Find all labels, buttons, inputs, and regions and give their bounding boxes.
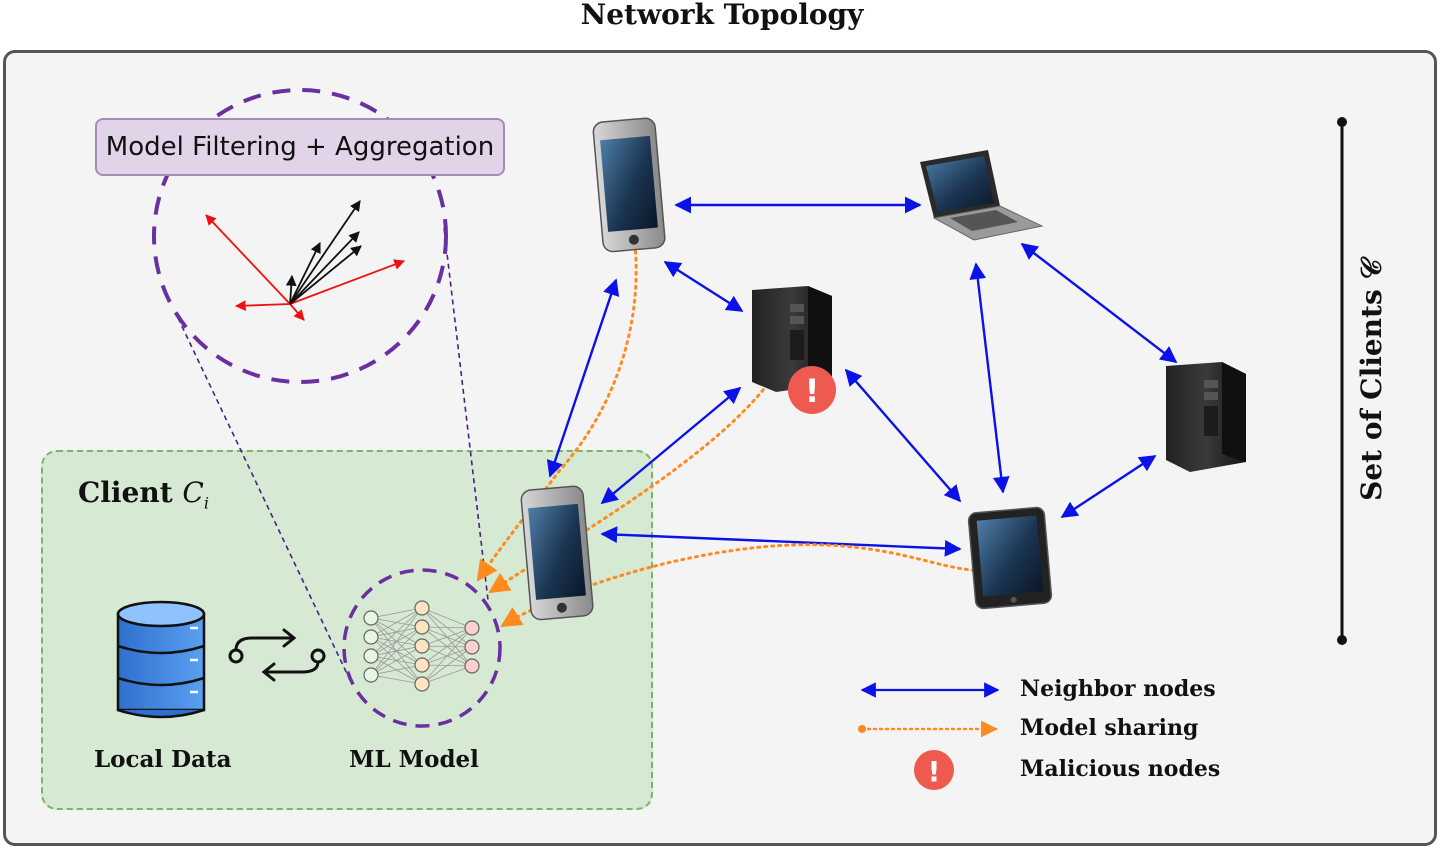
edge-phone-server	[663, 260, 744, 313]
edge-server-tablet2	[1060, 454, 1157, 519]
database-icon	[116, 600, 206, 719]
smartphone-icon	[520, 485, 594, 621]
diagram-title: Network Topology	[580, 0, 864, 31]
edge-phone-phone	[546, 278, 620, 478]
client-title-sub: i	[203, 493, 209, 513]
legend-malicious-icon: !	[914, 750, 954, 790]
edge-phone-tablet	[600, 526, 962, 557]
client-title-prefix: Client	[78, 476, 173, 509]
client-title-symbol: C	[182, 476, 204, 509]
ml-model-ring	[342, 568, 502, 728]
legend-malicious-mark: !	[928, 755, 941, 788]
smartphone-icon	[592, 117, 666, 253]
server-tower-icon	[1166, 362, 1246, 472]
edge-laptop-tablet	[969, 262, 1010, 494]
aggregation-vectors	[205, 200, 406, 321]
malicious-mark: !	[805, 372, 820, 410]
ml-model-label: ML Model	[349, 746, 479, 773]
edge-server-phone	[600, 386, 742, 505]
clients-set-label: Set of Clients 𝒞	[1355, 259, 1388, 501]
tablet-icon	[967, 506, 1053, 610]
client-title: Client Ci	[78, 476, 209, 513]
legend: !	[858, 682, 1000, 790]
legend-sharing-label: Model sharing	[1020, 715, 1199, 741]
sync-arrows-icon	[228, 628, 326, 682]
server-tower-icon	[752, 286, 832, 392]
edge-laptop-server	[1020, 242, 1178, 364]
aggregation-lens	[152, 88, 448, 384]
neighbor-edges	[546, 196, 1178, 557]
clients-bracket	[1337, 117, 1347, 645]
filter-aggregation-label: Model Filtering + Aggregation	[95, 118, 505, 176]
malicious-badge: !	[788, 366, 836, 414]
edge-server-tablet	[844, 368, 962, 503]
local-data-label: Local Data	[94, 746, 232, 773]
lens-connector-lines	[177, 227, 489, 681]
legend-neighbor-label: Neighbor nodes	[1020, 676, 1216, 702]
neural-network-icon	[363, 600, 480, 692]
legend-malicious-label: Malicious nodes	[1020, 756, 1221, 782]
laptop-icon	[920, 150, 1044, 241]
